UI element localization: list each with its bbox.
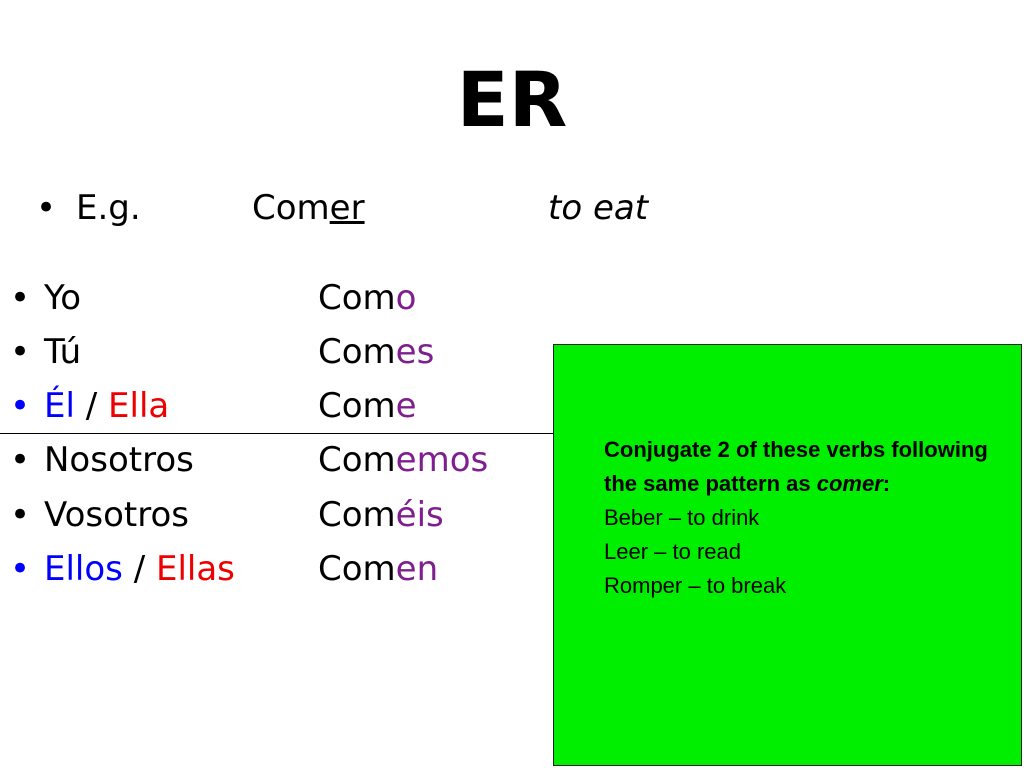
conjugation-row: • Tú Comes [10, 325, 550, 379]
pronoun: Ellos / Ellas [44, 542, 235, 596]
pronoun-feminine: Ellas [155, 549, 235, 589]
example-verb: Comer [252, 186, 365, 230]
pronoun: Yo [44, 271, 81, 325]
pronoun: Vosotros [44, 488, 189, 542]
task-verb-line: Beber – to drink [604, 505, 760, 530]
verb-form: Coméis [318, 488, 444, 542]
verb-ending: e [395, 386, 417, 426]
bullet: • [10, 386, 31, 426]
pronoun-primary: Vosotros [44, 495, 190, 535]
conjugation-row: • Él / Ella Come [10, 379, 550, 433]
slide-title: ER [456, 55, 568, 144]
example-label: E.g. [76, 188, 141, 228]
pronoun-masculine: Él [44, 386, 75, 426]
task-heading: Conjugate 2 of these verbs following the… [604, 433, 1004, 501]
conjugation-row: • Ellos / Ellas Comen [10, 542, 550, 596]
bullet: • [36, 188, 57, 228]
verb-stem: Com [318, 440, 396, 480]
pronoun-separator: / [74, 386, 109, 426]
verb-stem: Com [318, 332, 396, 372]
pronoun: Tú [44, 325, 81, 379]
verb-stem: Com [318, 495, 396, 535]
pronoun-masculine: Ellos [44, 549, 123, 589]
pronoun-primary: Tú [44, 332, 82, 372]
verb-ending: er [329, 188, 365, 228]
pronoun: Nosotros [44, 433, 194, 487]
verb-form: Comes [318, 325, 434, 379]
pronoun-separator: / [122, 549, 156, 589]
divider-line [0, 433, 553, 434]
pronoun-primary: Nosotros [44, 440, 194, 480]
example-meaning: to eat [548, 188, 649, 228]
verb-form: Como [318, 271, 416, 325]
task-heading-prefix: Conjugate 2 of these verbs following the… [604, 437, 988, 496]
pronoun-feminine: Ella [108, 386, 170, 426]
task-heading-suffix: : [882, 471, 891, 496]
task-verb-line: Romper – to break [604, 573, 787, 598]
verb-stem: Com [318, 549, 396, 589]
conjugation-row: • Vosotros Coméis [10, 488, 550, 542]
conjugation-row: • Yo Como [10, 271, 550, 325]
verb-form: Comen [318, 542, 438, 596]
verb-ending: es [395, 332, 435, 372]
verb-ending: en [395, 549, 439, 589]
task-box: Conjugate 2 of these verbs following the… [553, 344, 1022, 766]
bullet: • [10, 549, 31, 589]
pronoun: Él / Ella [44, 379, 169, 433]
task-verb-line: Leer – to read [604, 539, 741, 564]
task-heading-verb: comer [816, 471, 883, 496]
conjugation-row: • Nosotros Comemos [10, 433, 550, 487]
verb-form: Comemos [318, 433, 488, 487]
verb-form: Come [318, 379, 417, 433]
verb-stem: Com [318, 278, 396, 318]
pronoun-primary: Yo [44, 278, 82, 318]
bullet: • [10, 278, 31, 318]
verb-ending: emos [395, 440, 489, 480]
verb-ending: o [395, 278, 417, 318]
bullet: • [10, 495, 31, 535]
bullet: • [10, 332, 31, 372]
verb-ending: éis [395, 495, 444, 535]
verb-stem: Com [252, 188, 330, 228]
task-text: Conjugate 2 of these verbs following the… [604, 433, 1004, 603]
bullet: • [10, 440, 31, 480]
verb-stem: Com [318, 386, 396, 426]
